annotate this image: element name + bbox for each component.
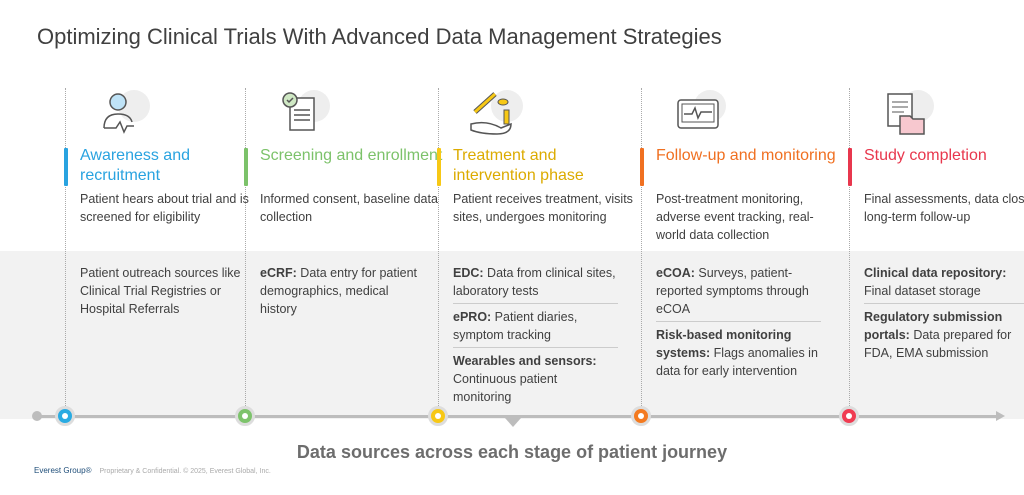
stage-color-bar (640, 148, 644, 186)
data-source-label: Clinical data repository: (864, 266, 1007, 280)
data-source-item: eCRF: Data entry for patient demographic… (260, 264, 425, 321)
data-source-text: Flags anomalies in data for early interv… (656, 346, 818, 378)
data-source-text: Final dataset storage (864, 284, 981, 298)
stage-heading: Treatment and intervention phase (453, 147, 584, 184)
stage-description: Final assessments, data closure, long-te… (864, 192, 1024, 224)
stage-data-sources: eCOA: Surveys, patient-reported symptoms… (656, 264, 821, 387)
stage-data-sources: EDC: Data from clinical sites, laborator… (453, 264, 618, 413)
stage-divider (245, 88, 246, 410)
stage-description: Patient hears about trial and is screene… (80, 192, 249, 224)
everest-logo: Everest Group® (34, 466, 92, 475)
checked-document-icon (282, 90, 330, 131)
timeline-start (32, 411, 42, 421)
stage-heading: Awareness and recruitment (80, 147, 190, 184)
data-source-item: Wearables and sensors: Continuous patien… (453, 352, 618, 409)
data-source-label: eCOA: (656, 266, 695, 280)
data-source-label: ePRO: (453, 310, 492, 324)
data-sources-band (0, 251, 1024, 419)
stage-divider (65, 88, 66, 410)
stage-description: Informed consent, baseline data collecti… (260, 192, 438, 224)
data-source-text: Patient diaries, symptom tracking (453, 310, 578, 342)
stage-heading: Study completion (864, 147, 987, 164)
data-source-label: Regulatory submission portals: (864, 310, 1003, 342)
stage-description: Patient receives treatment, visits sites… (453, 192, 633, 224)
stage-data-sources: Clinical data repository: Final dataset … (864, 264, 1024, 369)
stage-data-sources: eCRF: Data entry for patient demographic… (260, 264, 425, 325)
stage-color-bar (64, 148, 68, 186)
timeline-node-4 (631, 406, 651, 426)
page-title: Optimizing Clinical Trials With Advanced… (37, 24, 722, 49)
data-source-text: Patient outreach sources like Clinical T… (80, 266, 241, 316)
data-source-text: Data from clinical sites, laboratory tes… (453, 266, 616, 298)
stage-heading: Screening and enrollment (260, 147, 443, 164)
stage-data-sources: Patient outreach sources like Clinical T… (80, 264, 245, 325)
stage-color-bar (244, 148, 248, 186)
data-source-label: Risk-based monitoring systems: (656, 328, 792, 360)
person-heartbeat-icon (103, 90, 150, 134)
timeline-line (36, 415, 998, 418)
stage-divider (849, 88, 850, 410)
document-folder-icon (887, 90, 934, 135)
stage-heading: Follow-up and monitoring (656, 147, 836, 164)
data-source-text: Continuous patient monitoring (453, 372, 558, 404)
stage-color-bar (848, 148, 852, 186)
syringe-pills-hand-icon (470, 90, 523, 135)
data-source-label: eCRF: (260, 266, 297, 280)
timeline-caption: Data sources across each stage of patien… (296, 442, 728, 462)
timeline-arrow-icon (996, 411, 1005, 421)
stage-color-bar (437, 148, 441, 186)
data-source-item: Patient outreach sources like Clinical T… (80, 264, 245, 321)
data-source-item: Clinical data repository: Final dataset … (864, 264, 1024, 304)
stage-description: Post-treatment monitoring, adverse event… (656, 192, 814, 242)
timeline-node-5 (839, 406, 859, 426)
data-source-item: eCOA: Surveys, patient-reported symptoms… (656, 264, 821, 322)
timeline-node-1 (55, 406, 75, 426)
data-source-text: Data prepared for FDA, EMA submission (864, 328, 1012, 360)
caption-pointer-icon (505, 418, 521, 427)
stage-divider (438, 88, 439, 410)
data-source-item: Regulatory submission portals: Data prep… (864, 308, 1024, 365)
timeline-node-2 (235, 406, 255, 426)
data-source-item: EDC: Data from clinical sites, laborator… (453, 264, 618, 304)
heart-monitor-icon (677, 90, 726, 129)
data-source-item: ePRO: Patient diaries, symptom tracking (453, 308, 618, 348)
stage-divider (641, 88, 642, 410)
data-source-text: Surveys, patient-reported symptoms throu… (656, 266, 809, 316)
footer-text: Proprietary & Confidential. © 2025, Ever… (99, 468, 271, 475)
timeline-node-3 (428, 406, 448, 426)
data-source-label: Wearables and sensors: (453, 354, 597, 368)
data-source-label: EDC: (453, 266, 484, 280)
footer: Everest Group® Proprietary & Confidential… (34, 466, 271, 475)
data-source-text: Data entry for patient demographics, med… (260, 266, 418, 316)
data-source-item: Risk-based monitoring systems: Flags ano… (656, 326, 821, 383)
